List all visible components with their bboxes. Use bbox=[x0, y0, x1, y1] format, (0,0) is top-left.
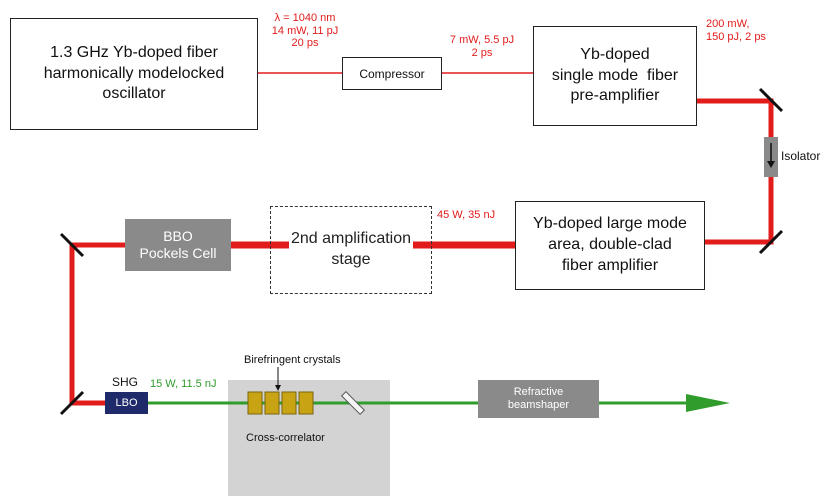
crystal-1 bbox=[247, 391, 263, 415]
oscillator-output-annotation: λ = 1040 nm 14 mW, 11 pJ 20 ps bbox=[265, 12, 345, 50]
preamplifier-box: Yb-doped single mode fiber pre-amplifier bbox=[533, 26, 697, 126]
pockels-line-1: BBO bbox=[163, 227, 193, 244]
beamshaper-line-2: beamshaper bbox=[507, 399, 570, 411]
beam-splitter bbox=[340, 390, 366, 416]
beam-preamp-mirror bbox=[697, 98, 774, 245]
amplifier-output-annotation: 45 W, 35 nJ bbox=[437, 209, 496, 221]
oscillator-line-3: oscillator bbox=[102, 85, 166, 103]
crystal-4 bbox=[298, 391, 314, 415]
mirror-bottom-right bbox=[758, 229, 784, 255]
compressor-output-line-1: 7 mW, 5.5 pJ bbox=[449, 34, 515, 46]
preamp-output-annotation: 200 mW, 150 pJ, 2 ps bbox=[706, 18, 766, 43]
compressor-label: Compressor bbox=[359, 66, 425, 81]
crystal-3 bbox=[281, 391, 297, 415]
isolator-arrowhead-icon bbox=[767, 161, 775, 168]
cross-correlator-label: Cross-correlator bbox=[246, 432, 325, 444]
mirror-bottom-left bbox=[59, 390, 85, 416]
oscillator-output-line-1: λ = 1040 nm bbox=[274, 12, 336, 24]
second-stage-line-2: stage bbox=[329, 250, 373, 271]
second-stage-line-1: 2nd amplification bbox=[288, 229, 414, 250]
main-amplifier-line-2: area, double-clad bbox=[548, 236, 672, 254]
crystal-2 bbox=[264, 391, 280, 415]
isolator-label: Isolator bbox=[781, 149, 821, 163]
preamp-output-line-2: 150 pJ, 2 ps bbox=[706, 30, 766, 43]
main-amplifier-line-1: Yb-doped large mode bbox=[533, 215, 687, 233]
oscillator-box: 1.3 GHz Yb-doped fiber harmonically mode… bbox=[10, 18, 258, 130]
compressor-box: Compressor bbox=[342, 57, 442, 90]
preamplifier-line-3: pre-amplifier bbox=[570, 87, 660, 105]
shg-output-annotation: 15 W, 11.5 nJ bbox=[150, 378, 217, 390]
compressor-output-annotation: 7 mW, 5.5 pJ 2 ps bbox=[442, 34, 522, 59]
beamshaper-line-1: Refractive bbox=[513, 385, 564, 398]
pockels-cell-box: BBO Pockels Cell bbox=[125, 219, 231, 271]
mirror-top-left bbox=[59, 232, 85, 258]
birefringent-pointer-arrowhead bbox=[275, 385, 281, 391]
shg-label: SHG bbox=[112, 375, 139, 389]
lbo-box: LBO bbox=[105, 392, 148, 414]
oscillator-output-line-2: 14 mW, 11 pJ bbox=[271, 24, 339, 37]
oscillator-line-2: harmonically modelocked bbox=[43, 64, 225, 82]
preamplifier-line-2: single mode fiber bbox=[551, 66, 679, 84]
oscillator-output-line-3: 20 ps bbox=[291, 37, 319, 50]
lbo-label: LBO bbox=[115, 397, 138, 409]
beamshaper-box: Refractive beamshaper bbox=[478, 380, 599, 418]
main-amplifier-box: Yb-doped large mode area, double-clad fi… bbox=[515, 201, 705, 290]
mirror-top-right bbox=[758, 87, 784, 113]
preamplifier-line-1: Yb-doped bbox=[580, 45, 650, 63]
beam-shg-arrowhead bbox=[686, 394, 730, 412]
preamp-output-line-1: 200 mW, bbox=[706, 18, 750, 30]
compressor-output-line-2: 2 ps bbox=[471, 46, 493, 59]
birefringent-label: Birefringent crystals bbox=[244, 354, 341, 366]
oscillator-line-1: 1.3 GHz Yb-doped fiber bbox=[50, 43, 218, 61]
beam-pockels-lbo bbox=[69, 242, 125, 406]
main-amplifier-line-3: fiber amplifier bbox=[561, 256, 659, 274]
second-stage-box: 2nd amplification stage bbox=[270, 206, 432, 294]
pockels-line-2: Pockels Cell bbox=[139, 245, 217, 261]
